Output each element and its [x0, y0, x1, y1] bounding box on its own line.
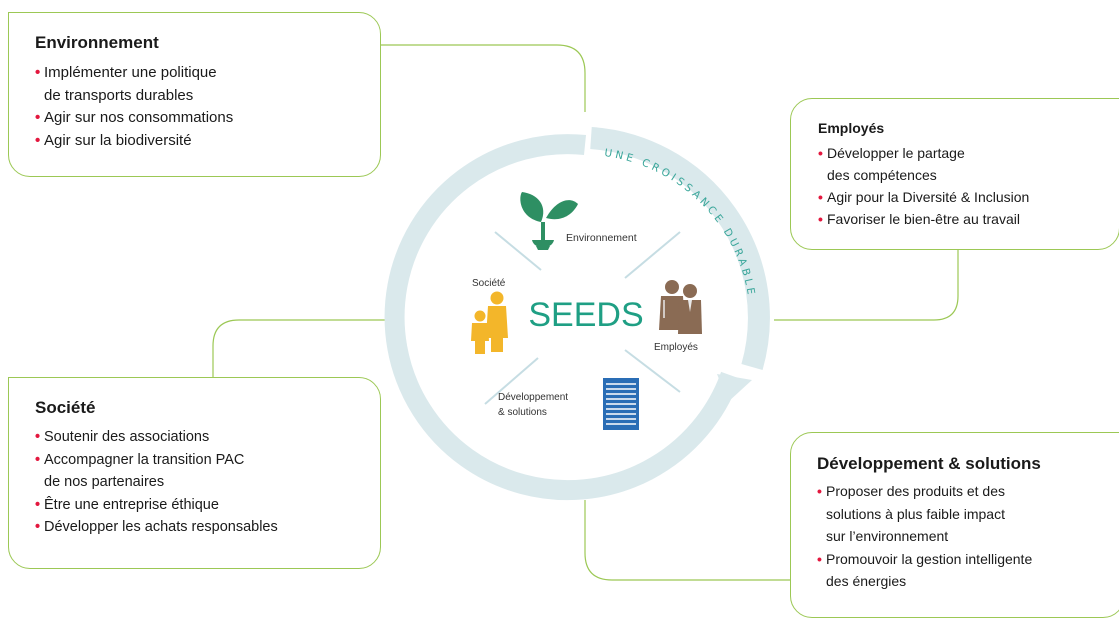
connector-environnement: [381, 44, 586, 112]
bullet-icon: •: [818, 189, 823, 205]
list-item: •Promouvoir la gestion intelligente: [817, 548, 1119, 571]
list-item: •Favoriser le bien-être au travail: [818, 208, 1119, 230]
employes-list: •Développer le partage des compétences •…: [818, 142, 1119, 230]
developpement-list: •Proposer des produits et des solutions …: [817, 480, 1119, 593]
employes-box: Employés •Développer le partage des comp…: [790, 98, 1119, 250]
list-item: •Agir pour la Diversité & Inclusion: [818, 186, 1119, 208]
list-item-continuation: de nos partenaires: [44, 474, 165, 490]
pillar-label-societe: Société: [472, 278, 506, 289]
list-item-continuation: des compétences: [827, 167, 937, 183]
list-item: •Développer les achats responsables: [35, 516, 380, 539]
seeds-title: SEEDS: [528, 296, 643, 334]
list-item: •Proposer des produits et des: [817, 480, 1119, 503]
connector-lines: [212, 44, 959, 581]
list-item: •Être une entreprise éthique: [35, 494, 380, 517]
list-item: •Agir sur la biodiversité: [35, 130, 380, 153]
bullet-icon: •: [35, 451, 41, 468]
bullet-icon: •: [817, 550, 822, 567]
list-item: •Agir sur nos consommations: [35, 107, 380, 130]
bullet-icon: •: [818, 211, 823, 227]
bullet-icon: •: [35, 64, 41, 81]
developpement-title: Développement & solutions: [817, 454, 1041, 473]
workers-icon: [659, 280, 702, 334]
list-item: •Accompagner la transition PAC: [35, 449, 380, 472]
pillar-label-employes: Employés: [654, 342, 698, 353]
bullet-icon: •: [35, 429, 41, 445]
list-item: •Soutenir des associations: [35, 426, 380, 449]
pillar-label-environnement: Environnement: [566, 232, 637, 244]
societe-list: •Soutenir des associations •Accompagner …: [35, 426, 380, 539]
pillar-label-developpement-line2: & solutions: [498, 407, 547, 418]
connector-societe: [212, 319, 398, 377]
connector-employes: [774, 250, 959, 321]
societe-title: Société: [35, 398, 96, 417]
list-item-continuation: solutions à plus faible impact: [826, 505, 1005, 522]
pillar-label-developpement-line1: Développement: [498, 392, 568, 403]
bullet-icon: •: [35, 519, 41, 535]
employes-title: Employés: [818, 120, 885, 136]
bullet-icon: •: [35, 131, 41, 149]
bullet-icon: •: [817, 483, 822, 499]
list-item-continuation: des énergies: [826, 573, 907, 589]
developpement-box: Développement & solutions •Proposer des …: [790, 432, 1119, 618]
environnement-list: •Implémenter une politique de transports…: [35, 62, 380, 152]
list-item-continuation: sur l’environnement: [826, 528, 949, 544]
bullet-icon: •: [35, 109, 41, 126]
environnement-box: Environnement •Implémenter une politique…: [8, 12, 381, 177]
bullet-icon: •: [818, 145, 823, 161]
list-item: •Développer le partage: [818, 142, 1119, 164]
connector-developpement: [584, 500, 790, 581]
solar-panel-icon: [603, 378, 639, 430]
sprout-icon: [520, 192, 578, 250]
ring-arrowhead: [717, 374, 752, 402]
bullet-icon: •: [35, 496, 41, 513]
family-icon: [471, 291, 508, 354]
societe-box: Société •Soutenir des associations •Acco…: [8, 377, 381, 569]
ring-arc: [384, 134, 740, 501]
list-item: •Implémenter une politique: [35, 62, 380, 85]
list-item-continuation: de transports durables: [44, 86, 194, 104]
ring-band-text-path: [590, 127, 770, 371]
divider-lines: [484, 231, 681, 405]
environnement-title: Environnement: [35, 33, 159, 52]
